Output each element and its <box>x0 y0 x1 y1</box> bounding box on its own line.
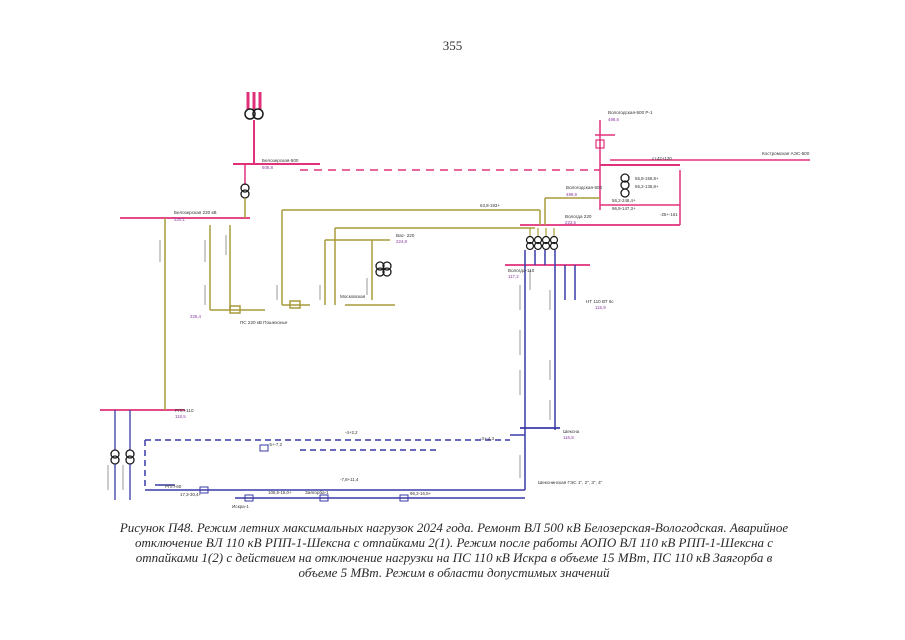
bus-label: Белозерская 220 кВ <box>174 210 217 215</box>
transformer-icon <box>382 267 392 277</box>
vologodskaya-transformers <box>620 173 630 198</box>
voltage-label: 220,1 <box>174 217 186 222</box>
labels: Белозерская-500 506,8 Вологодская-500 Р-… <box>165 110 810 509</box>
transformer-icon <box>549 235 559 245</box>
flow-label: 56,2-248,4+ <box>612 198 636 203</box>
flow-label: -4+2,2 <box>345 430 358 435</box>
belozerskaya-transformer-block <box>244 92 264 164</box>
flow-label: -25+-161 <box>660 212 678 217</box>
flow-label: 96,9-147,3+ <box>612 206 636 211</box>
transformer-icon <box>244 108 256 120</box>
transformer-icon <box>620 188 630 198</box>
transformer-icon <box>240 189 250 199</box>
transformer-icon <box>525 241 535 251</box>
caption-line: отключение ВЛ 110 кВ РПП-1-Шексна с отпа… <box>134 535 774 550</box>
voltage-label: 117,2 <box>508 274 519 279</box>
bus-label: Вас- 220 <box>396 233 415 238</box>
bus-label: Вологда-110 <box>508 268 535 273</box>
transformer-icon <box>125 449 135 459</box>
voltage-label: 225,4 <box>190 314 202 319</box>
bus-label: Белозерская-500 <box>262 158 299 163</box>
transformer-icon <box>382 261 392 271</box>
transformer-icon <box>525 235 535 245</box>
transformer-icon <box>125 455 135 465</box>
transformer-icon <box>541 235 551 245</box>
rpp-transformers <box>110 410 135 500</box>
voltage-label: 116,8 <box>563 435 574 440</box>
transformer-icon <box>110 455 120 465</box>
transformer-icon <box>375 261 385 271</box>
bus-label: Заягорба-1 <box>305 490 329 495</box>
page-number: 355 <box>442 38 463 53</box>
kv500-network <box>100 120 810 411</box>
voltage-label: 224,8 <box>396 239 408 244</box>
transformer-icon <box>240 183 250 193</box>
transformer-icon <box>549 241 559 251</box>
flow-label: 17,3-30,4+ <box>180 492 202 497</box>
transformer-icon <box>533 241 543 251</box>
transformer-icon <box>375 267 385 277</box>
voltage-label: 118,5 <box>175 414 186 419</box>
flow-label: 96,2-16,5+ <box>410 491 432 496</box>
switches-110 <box>199 444 409 502</box>
transformer-icon <box>252 108 264 120</box>
vertical-annotations <box>107 235 551 490</box>
vas-220-transformers <box>375 261 392 277</box>
bus-label: Вологодская-500 Р-1 <box>608 110 653 115</box>
kv110-network <box>144 250 576 499</box>
transformer-icon <box>541 241 551 251</box>
voltage-label: 489,9 <box>566 192 578 197</box>
transformer-icon <box>110 449 120 459</box>
voltage-label: 498,6 <box>608 117 620 122</box>
voltage-label: 115,9 <box>595 305 606 310</box>
bus-label: Костромская АЭС-500 <box>762 151 810 156</box>
flow-label: 106,5-15,0+ <box>268 490 292 495</box>
transformer-icon <box>620 173 630 183</box>
belozerskaya-autotransformer <box>240 183 250 218</box>
voltage-label: 506,8 <box>262 165 274 170</box>
vologda-autotransformers <box>525 228 559 251</box>
flow-label: -7,8+11,4 <box>340 477 359 482</box>
bus-label: РПП-110 <box>175 408 194 413</box>
bus-label: НТ 110 ВТ 6с <box>586 299 614 304</box>
bus-label: Шекснинская ГЭС 1", 2", 3", 4" <box>538 480 603 485</box>
caption-line: отпайками 1(2) с действием на отключение… <box>135 550 773 565</box>
flow-label: 63,8-193+ <box>480 203 500 208</box>
bus-label: Вологда 220 <box>565 214 592 219</box>
bus-label: Вологодская-500 <box>566 185 603 190</box>
figure-caption: Рисунок П48. Режим летних максимальных н… <box>50 520 858 580</box>
voltage-label: 223,5 <box>565 220 577 225</box>
bus-label: РПП-60 <box>165 484 182 489</box>
bus-label: Шексна <box>563 429 580 434</box>
caption-line: объеме 5 МВт. Режим в области допустимых… <box>298 565 610 580</box>
flow-label: ст.42+120 <box>652 156 672 161</box>
bus-label: ПС 220 кВ Пошехонье <box>240 320 288 325</box>
transformer-icon <box>533 235 543 245</box>
flow-label: -5+-7,2 <box>268 442 283 447</box>
kv220-network <box>164 197 600 410</box>
flow-label: 55,8-156,8+ <box>635 176 659 181</box>
bus-label: Московская <box>340 294 366 299</box>
caption-line: Рисунок П48. Режим летних максимальных н… <box>119 520 789 535</box>
bus-label: Искра-1 <box>232 504 249 509</box>
breaker-500 <box>595 139 605 149</box>
flow-label: -3+-4,3 <box>480 436 495 441</box>
flow-label: 56,2-135,8+ <box>635 184 659 189</box>
